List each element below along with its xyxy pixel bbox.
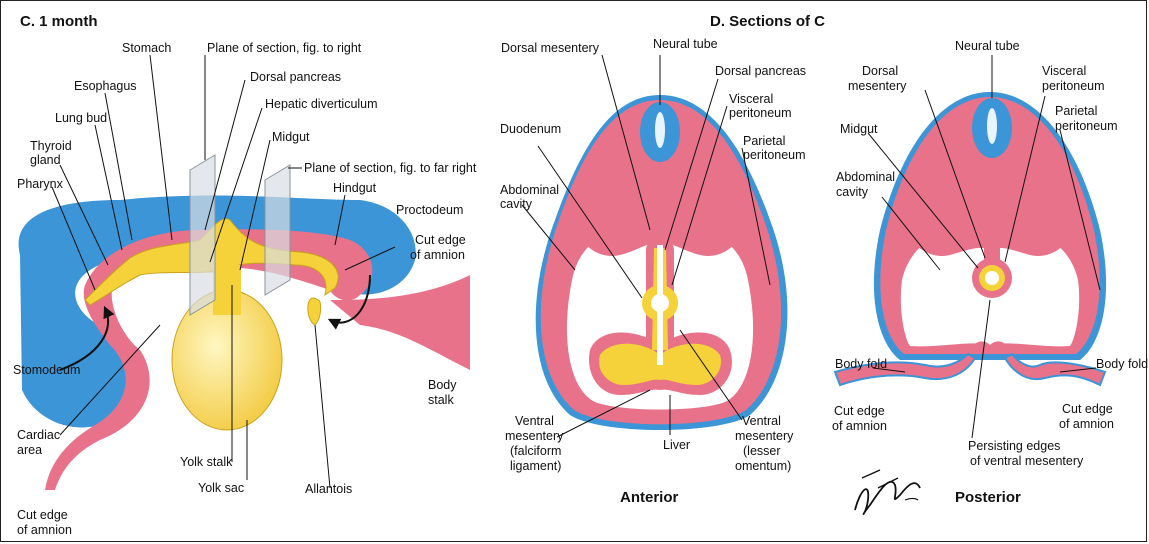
label-body-stalk-2: stalk — [428, 393, 454, 407]
label-stomodeum: Stomodeum — [13, 363, 80, 377]
label-stomach: Stomach — [122, 41, 171, 55]
label-abdominal-ant-2: cavity — [500, 197, 533, 211]
label-cut-edge-post-l1: Cut edge — [834, 404, 885, 418]
label-dorsal-post-2: mesentery — [848, 79, 907, 93]
label-body-fold-left: Body fold — [835, 357, 887, 371]
label-persisting-1: Persisting edges — [968, 439, 1060, 453]
label-parietal-post-2: peritoneum — [1055, 119, 1118, 133]
label-cardiac-2: area — [17, 443, 42, 457]
label-thyroid-2: gland — [30, 153, 61, 167]
plane-section-2 — [265, 165, 290, 295]
label-dorsal-mesentery-ant: Dorsal mesentery — [501, 41, 600, 55]
plane-section-1 — [190, 155, 215, 315]
label-duodenum: Duodenum — [500, 122, 561, 136]
label-visceral-post-2: peritoneum — [1042, 79, 1105, 93]
label-cut-edge-post-l2: of amnion — [832, 419, 887, 433]
label-cut-edge-post-r2: of amnion — [1059, 417, 1114, 431]
label-ventral-r-4: omentum) — [735, 459, 791, 473]
label-persisting-2: of ventral mesentery — [970, 454, 1084, 468]
label-cut-edge-bl-2: of amnion — [17, 523, 72, 537]
panel-d-title: D. Sections of C — [710, 13, 825, 30]
label-hepatic-diverticulum: Hepatic diverticulum — [265, 97, 378, 111]
label-allantois: Allantois — [305, 482, 352, 496]
label-neural-tube-ant: Neural tube — [653, 37, 718, 51]
label-plane-right: Plane of section, fig. to right — [207, 41, 362, 55]
label-plane-far-right: Plane of section, fig. to far right — [304, 161, 477, 175]
label-ventral-r-1: Ventral — [742, 414, 781, 428]
caption-posterior: Posterior — [955, 489, 1021, 506]
label-pharynx: Pharynx — [17, 177, 64, 191]
yolk-stalk-shape — [213, 265, 241, 315]
netter-signature — [855, 470, 920, 514]
label-ventral-r-2: mesentery — [735, 429, 794, 443]
label-cut-edge-1: Cut edge — [415, 233, 466, 247]
label-cut-edge-bl-1: Cut edge — [17, 508, 68, 522]
label-ventral-ant-3: (falciform — [510, 444, 561, 458]
label-neural-tube-post: Neural tube — [955, 39, 1020, 53]
label-proctodeum: Proctodeum — [396, 203, 463, 217]
label-parietal-post-1: Parietal — [1055, 104, 1097, 118]
label-cardiac-1: Cardiac — [17, 428, 60, 442]
label-parietal-ant-1: Parietal — [743, 134, 785, 148]
label-thyroid-1: Thyroid — [30, 139, 72, 153]
panel-c-title: C. 1 month — [20, 13, 98, 30]
allantois-shape — [308, 298, 321, 325]
label-esophagus: Esophagus — [74, 79, 137, 93]
label-ventral-ant-4: ligament) — [510, 459, 561, 473]
label-abdominal-ant-1: Abdominal — [500, 183, 559, 197]
label-visceral-ant-1: Visceral — [729, 92, 773, 106]
label-dorsal-pancreas-ant: Dorsal pancreas — [715, 64, 806, 78]
label-abdominal-post-1: Abdominal — [836, 170, 895, 184]
label-yolk-stalk: Yolk stalk — [180, 455, 233, 469]
label-visceral-post-1: Visceral — [1042, 64, 1086, 78]
label-ventral-ant-2: mesentery — [505, 429, 564, 443]
label-liver: Liver — [663, 438, 690, 452]
label-cut-edge-post-r1: Cut edge — [1062, 402, 1113, 416]
label-ventral-ant-1: Ventral — [515, 414, 554, 428]
label-dorsal-pancreas-c: Dorsal pancreas — [250, 70, 341, 84]
label-parietal-ant-2: peritoneum — [743, 148, 806, 162]
label-lung-bud: Lung bud — [55, 111, 107, 125]
label-abdominal-post-2: cavity — [836, 185, 869, 199]
label-midgut-c: Midgut — [272, 130, 310, 144]
caption-anterior: Anterior — [620, 489, 679, 506]
label-body-stalk-1: Body — [428, 378, 457, 392]
label-ventral-r-3: (lesser — [743, 444, 781, 458]
label-hindgut: Hindgut — [333, 181, 377, 195]
label-dorsal-post-1: Dorsal — [862, 64, 898, 78]
label-midgut-post: Midgut — [840, 122, 878, 136]
label-cut-edge-2: of amnion — [410, 248, 465, 262]
label-visceral-ant-2: peritoneum — [729, 106, 792, 120]
label-yolk-sac: Yolk sac — [198, 481, 244, 495]
label-body-fold-right: Body fold — [1096, 357, 1148, 371]
